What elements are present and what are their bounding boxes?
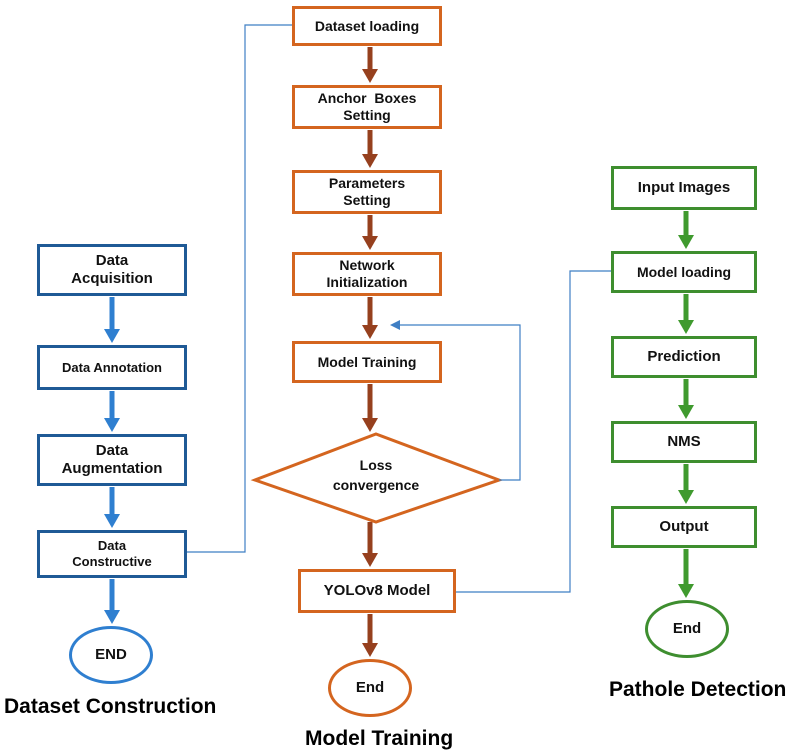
arrow-anchor-to-parameters [362, 130, 378, 168]
arrow-yolov8-to-end-head [362, 643, 378, 657]
arrow-output-to-end-head [678, 584, 694, 598]
arrow-acquisition-to-annotation-head [104, 329, 120, 343]
arrow-loading-to-anchor-shaft [367, 47, 373, 69]
nms-box: NMS [611, 421, 757, 463]
model-training-title: Model Training [305, 727, 454, 750]
arrow-constructive-to-end-head [104, 610, 120, 624]
data-annotation-box: Data Annotation [37, 345, 187, 390]
arrow-parameters-to-network-shaft [367, 215, 373, 236]
arrow-prediction-to-nms-shaft [683, 379, 689, 405]
arrow-output-to-end [678, 549, 694, 598]
detection-end-ellipse: End [645, 600, 729, 658]
arrow-augmentation-to-constructive-head [104, 514, 120, 528]
yolov8-model-box: YOLOv8 Model [298, 569, 456, 613]
training-end-ellipse: End [328, 659, 412, 717]
arrow-loss-to-yolov8-head [362, 553, 378, 567]
loss-convergence-label: Loss convergence [332, 457, 420, 494]
arrow-anchor-to-parameters-shaft [367, 130, 373, 154]
arrow-input-to-loading-shaft [683, 211, 689, 235]
arrow-loading-to-anchor-head [362, 69, 378, 83]
arrow-training-to-loss-head [362, 418, 378, 432]
output-box: Output [611, 506, 757, 548]
flow-arrows [104, 47, 694, 657]
data-augmentation-box: Data Augmentation [37, 434, 187, 486]
arrow-acquisition-to-annotation-shaft [109, 297, 115, 329]
model-training-box: Model Training [292, 341, 442, 383]
connector-model-to-detection [456, 270, 611, 593]
arrow-network-to-training [362, 297, 378, 339]
arrow-network-to-training-shaft [367, 297, 373, 325]
prediction-box: Prediction [611, 336, 757, 378]
arrow-input-to-loading [678, 211, 694, 249]
arrow-loading-to-prediction-head [678, 320, 694, 334]
arrow-nms-to-output-shaft [683, 464, 689, 490]
loss-convergence-diamond [250, 432, 504, 524]
arrow-loss-to-yolov8-shaft [367, 522, 373, 553]
arrow-prediction-to-nms-head [678, 405, 694, 419]
arrow-constructive-to-end-shaft [109, 579, 115, 610]
model-loading-box: Model loading [611, 251, 757, 293]
arrow-anchor-to-parameters-head [362, 154, 378, 168]
arrow-network-to-training-head [362, 325, 378, 339]
data-constructive-box: Data Constructive [37, 530, 187, 578]
arrow-parameters-to-network [362, 215, 378, 250]
network-initialization-box: Network Initialization [292, 252, 442, 296]
connector-dataset-to-training [187, 24, 292, 553]
arrow-annotation-to-augmentation [104, 391, 120, 432]
arrow-nms-to-output-head [678, 490, 694, 504]
input-images-box: Input Images [611, 166, 757, 210]
pathole-detection-title: Pathole Detection [609, 678, 787, 701]
loss-feedback-arrowhead [390, 320, 400, 330]
arrow-loss-to-yolov8 [362, 522, 378, 567]
dataset-loading-box: Dataset loading [292, 6, 442, 46]
arrow-input-to-loading-head [678, 235, 694, 249]
arrow-augmentation-to-constructive-shaft [109, 487, 115, 514]
dataset-construction-title: Dataset Construction [4, 695, 217, 718]
arrow-yolov8-to-end [362, 614, 378, 657]
arrow-annotation-to-augmentation-shaft [109, 391, 115, 418]
anchor-boxes-setting-box: Anchor Boxes Setting [292, 85, 442, 129]
dataset-end-ellipse: END [69, 626, 153, 684]
arrow-augmentation-to-constructive [104, 487, 120, 528]
connector-loss-feedback [398, 324, 521, 481]
arrow-loading-to-anchor [362, 47, 378, 83]
arrow-prediction-to-nms [678, 379, 694, 419]
arrow-parameters-to-network-head [362, 236, 378, 250]
arrow-training-to-loss [362, 384, 378, 432]
data-acquisition-box: Data Acquisition [37, 244, 187, 296]
arrow-annotation-to-augmentation-head [104, 418, 120, 432]
arrow-acquisition-to-annotation [104, 297, 120, 343]
parameters-setting-box: Parameters Setting [292, 170, 442, 214]
arrow-nms-to-output [678, 464, 694, 504]
arrow-training-to-loss-shaft [367, 384, 373, 418]
arrow-constructive-to-end [104, 579, 120, 624]
arrow-output-to-end-shaft [683, 549, 689, 584]
arrow-yolov8-to-end-shaft [367, 614, 373, 643]
arrow-loading-to-prediction [678, 294, 694, 334]
arrow-loading-to-prediction-shaft [683, 294, 689, 320]
